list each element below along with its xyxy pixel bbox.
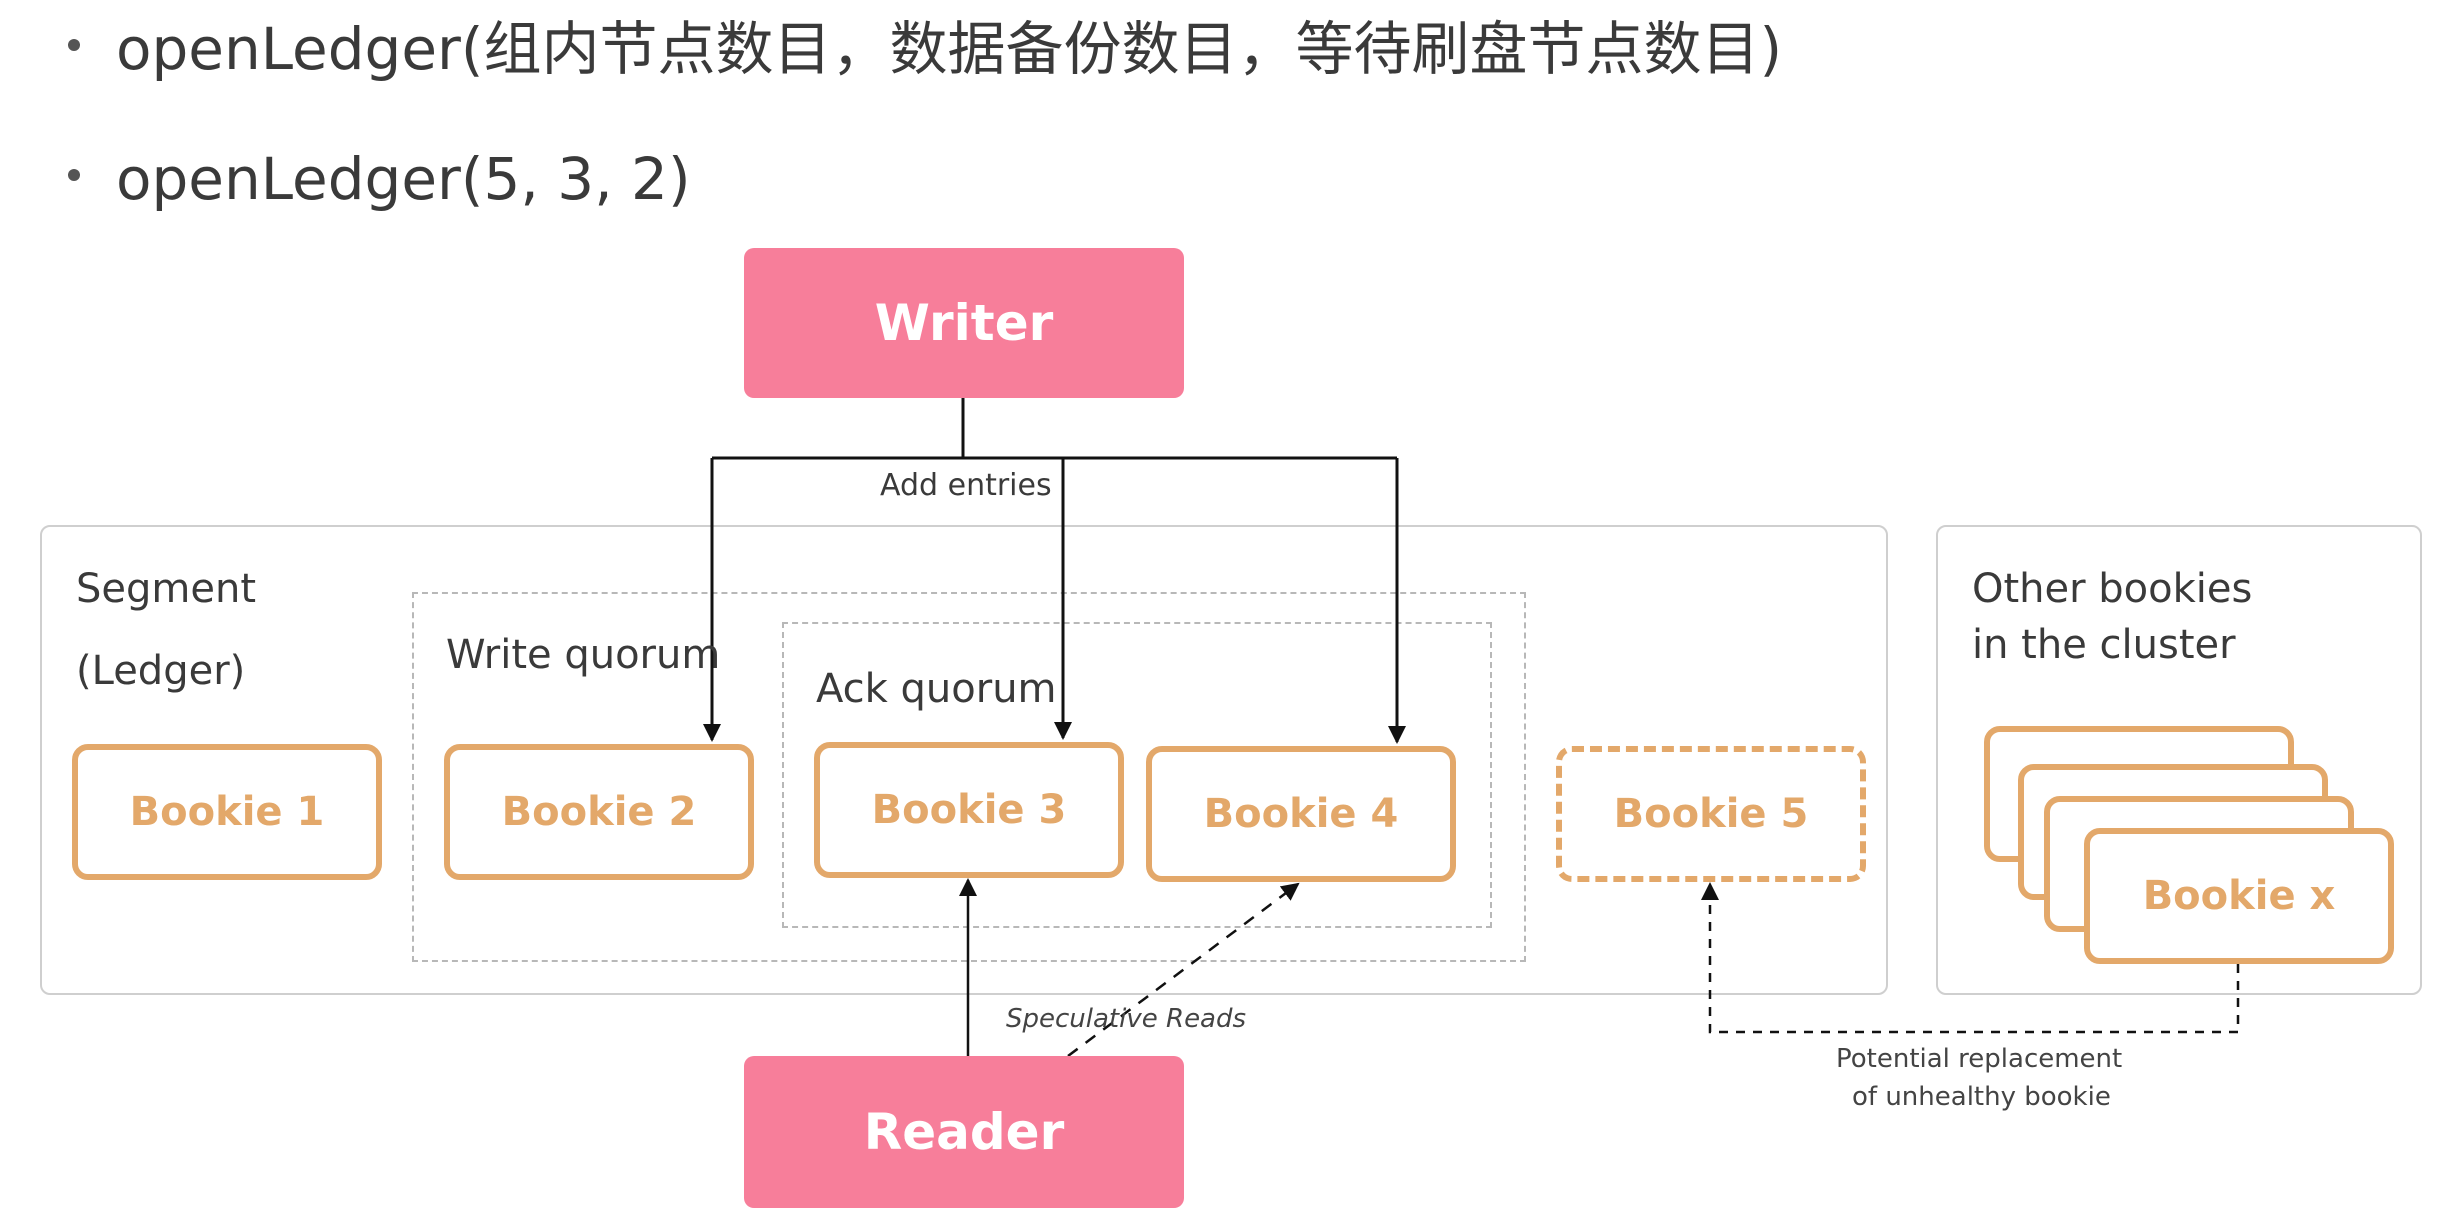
- segment-panel: [40, 525, 1888, 995]
- replacement-connector: [1701, 882, 2240, 1034]
- reader-box: Reader: [744, 1056, 1184, 1208]
- replacement-arrow: [1701, 882, 2240, 1034]
- add-entries-label: Add entries: [880, 468, 1052, 503]
- ack-quorum-region: [782, 622, 1492, 928]
- speculative-reads-label: Speculative Reads: [1006, 1004, 1247, 1034]
- write-quorum-label: Write quorum: [446, 632, 721, 678]
- other-bookies-line-1: Other bookies: [1972, 566, 2253, 612]
- replacement-label-line-1: Potential replacement: [1836, 1044, 2123, 1074]
- bullet-line-2: openLedger(5, 3, 2): [68, 150, 691, 208]
- other-bookies-panel: [1936, 525, 2422, 995]
- bookie-5-label: Bookie 5: [1613, 791, 1809, 837]
- bookie-3: Bookie 3: [814, 742, 1124, 878]
- bookie-3-label: Bookie 3: [871, 787, 1067, 833]
- segment-subtitle: (Ledger): [76, 648, 246, 694]
- bookie-2-label: Bookie 2: [501, 789, 697, 835]
- bullet-text-1: openLedger(组内节点数目，数据备份数目，等待刷盘节点数目): [116, 15, 1783, 83]
- reader-connectors: [959, 878, 1300, 1058]
- other-bookies-line-2: in the cluster: [1972, 622, 2236, 668]
- segment-title: Segment: [76, 566, 256, 612]
- bullet-text-2: openLedger(5, 3, 2): [116, 145, 691, 213]
- writer-box: Writer: [744, 248, 1184, 398]
- bookie-4-label: Bookie 4: [1203, 791, 1399, 837]
- bullet-line-1: openLedger(组内节点数目，数据备份数目，等待刷盘节点数目): [68, 20, 1782, 78]
- ack-quorum-label: Ack quorum: [816, 666, 1057, 712]
- bullet-dot-icon: [68, 168, 80, 181]
- bookie-1-label: Bookie 1: [129, 789, 325, 835]
- bullet-dot-icon: [68, 38, 80, 51]
- speculative-read-arrow: [1067, 882, 1300, 1058]
- writer-label: Writer: [874, 294, 1054, 352]
- reader-label: Reader: [863, 1103, 1065, 1161]
- bookie-5: Bookie 5: [1556, 746, 1866, 882]
- bookie-1: Bookie 1: [72, 744, 382, 880]
- bookie-x-label: Bookie x: [2142, 873, 2336, 919]
- bookie-2: Bookie 2: [444, 744, 754, 880]
- bookie-x: Bookie x: [2084, 828, 2394, 964]
- bookie-4: Bookie 4: [1146, 746, 1456, 882]
- replacement-label-line-2: of unhealthy bookie: [1852, 1082, 2111, 1112]
- writer-connectors: [703, 398, 1406, 744]
